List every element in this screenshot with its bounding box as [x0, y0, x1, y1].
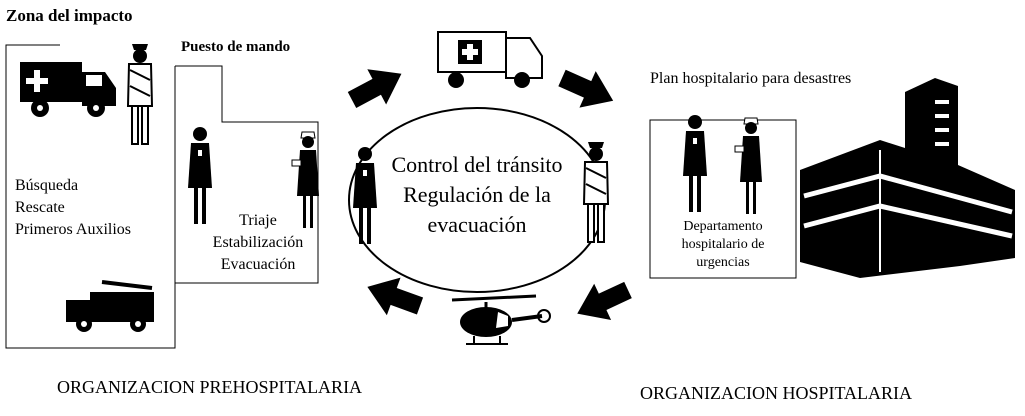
hospital-building-icon — [800, 78, 1015, 278]
ambulance-icon — [20, 62, 116, 117]
zona-box — [5, 44, 176, 349]
flow-arrow-icon — [342, 56, 411, 118]
activity-line: Búsqueda — [15, 177, 79, 194]
control-line: Regulación de la — [403, 182, 551, 207]
footer-right: ORGANIZACION HOSPITALARIA — [640, 383, 913, 403]
zona-activities: Búsqueda Rescate Primeros Auxilios — [15, 175, 131, 241]
urgencias-line: Departamento — [683, 219, 763, 234]
activity-line: Evacuación — [220, 256, 296, 273]
activity-line: Rescate — [15, 199, 65, 216]
flow-arrow-icon — [360, 268, 427, 325]
fire-truck-icon — [66, 280, 154, 332]
puesto-activities: Triaje Estabilización Evacuación — [198, 210, 318, 276]
doctor-icon — [683, 115, 707, 212]
footer-left: ORGANIZACION PREHOSPITALARIA — [57, 377, 363, 397]
urgencias-line: urgencias — [696, 255, 750, 270]
zona-title: Zona del impacto — [6, 6, 133, 25]
puesto-box — [175, 65, 319, 284]
control-line: evacuación — [427, 212, 527, 237]
control-text: Control del tránsito Regulación de la ev… — [370, 150, 584, 240]
activity-line: Primeros Auxilios — [15, 221, 132, 238]
urgencias-box — [649, 119, 797, 279]
nurse-icon — [734, 117, 763, 215]
urgencias-text: Departamento hospitalario de urgencias — [652, 218, 794, 272]
flow-arrow-icon — [568, 271, 637, 332]
rescuer-icon — [583, 141, 609, 243]
puesto-title: Puesto de mando — [181, 39, 291, 55]
ambulance-icon — [437, 31, 543, 88]
urgencias-line: hospitalario de — [681, 237, 765, 252]
helicopter-icon — [451, 294, 551, 345]
flow-arrow-icon — [553, 59, 622, 120]
plan-title: Plan hospitalario para desastres — [650, 70, 852, 87]
rescuer-icon — [127, 43, 153, 145]
control-line: Control del tránsito — [391, 152, 563, 177]
activity-line: Estabilización — [212, 234, 304, 251]
activity-line: Triaje — [239, 212, 277, 229]
